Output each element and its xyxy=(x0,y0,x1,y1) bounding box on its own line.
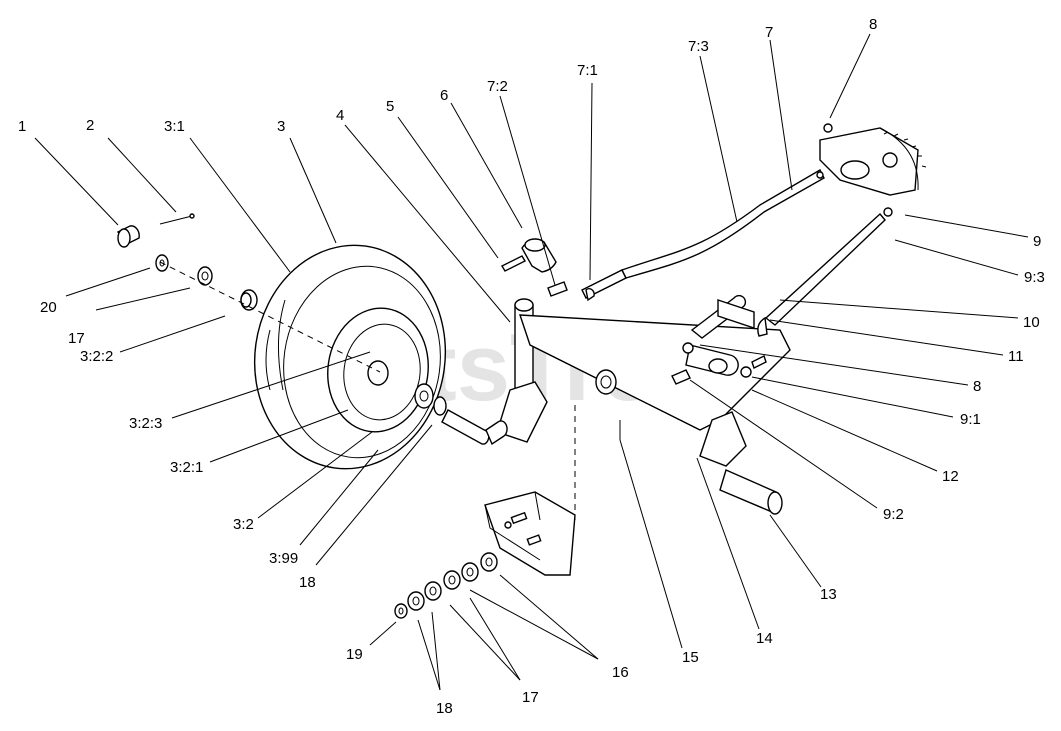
callout-20: 20 xyxy=(40,299,57,316)
callout-15: 15 xyxy=(682,649,699,666)
callout-9: 9 xyxy=(1033,233,1041,250)
callout-3-2: 3:2 xyxy=(233,516,254,533)
callout-7: 7 xyxy=(765,24,773,41)
axle-bracket xyxy=(484,491,576,576)
spindle-assembly xyxy=(485,238,568,446)
callout-9-2: 9:2 xyxy=(883,506,904,523)
steering-sector-gear xyxy=(816,123,927,196)
callout-9-1: 9:1 xyxy=(960,411,981,428)
callout-7-1: 7:1 xyxy=(577,62,598,79)
callout-2: 2 xyxy=(86,117,94,134)
callout-3-99: 3:99 xyxy=(269,550,298,567)
wheel-axle-parts xyxy=(116,213,490,445)
callout-11: 11 xyxy=(1008,348,1024,365)
drag-link xyxy=(581,169,825,302)
callout-3-1: 3:1 xyxy=(164,118,185,135)
front-axle-beam xyxy=(519,314,791,520)
callout-8-mid: 8 xyxy=(973,378,981,395)
right-spindle xyxy=(671,294,783,515)
callout-19: 19 xyxy=(346,646,363,663)
callout-3-2-2: 3:2:2 xyxy=(80,348,113,365)
callout-13: 13 xyxy=(820,586,837,603)
callout-3-2-1: 3:2:1 xyxy=(170,459,203,476)
tie-rod xyxy=(757,207,893,337)
callout-18-mid: 18 xyxy=(299,574,316,591)
callout-7-3: 7:3 xyxy=(688,38,709,55)
callout-17-left: 17 xyxy=(68,330,85,347)
callout-8-top: 8 xyxy=(869,16,877,33)
callout-10: 10 xyxy=(1023,314,1040,331)
callout-1: 1 xyxy=(18,118,26,135)
callout-7-2: 7:2 xyxy=(487,78,508,95)
callout-3-2-3: 3:2:3 xyxy=(129,415,162,432)
callout-labels: 1 2 3:1 3 4 5 6 7:2 7:1 7:3 7 8 9 9:3 10… xyxy=(18,16,1045,717)
callout-5: 5 xyxy=(386,98,394,115)
callout-18-bottom: 18 xyxy=(436,700,453,717)
leader-lines xyxy=(34,33,1029,691)
callout-16: 16 xyxy=(612,664,629,681)
callout-6: 6 xyxy=(440,87,448,104)
callout-3: 3 xyxy=(277,118,285,135)
washer-stack xyxy=(394,552,498,619)
callout-9-3: 9:3 xyxy=(1024,269,1045,286)
callout-14: 14 xyxy=(756,630,773,647)
callout-17-bottom: 17 xyxy=(522,689,539,706)
callout-4: 4 xyxy=(336,107,344,124)
callout-12: 12 xyxy=(942,468,959,485)
